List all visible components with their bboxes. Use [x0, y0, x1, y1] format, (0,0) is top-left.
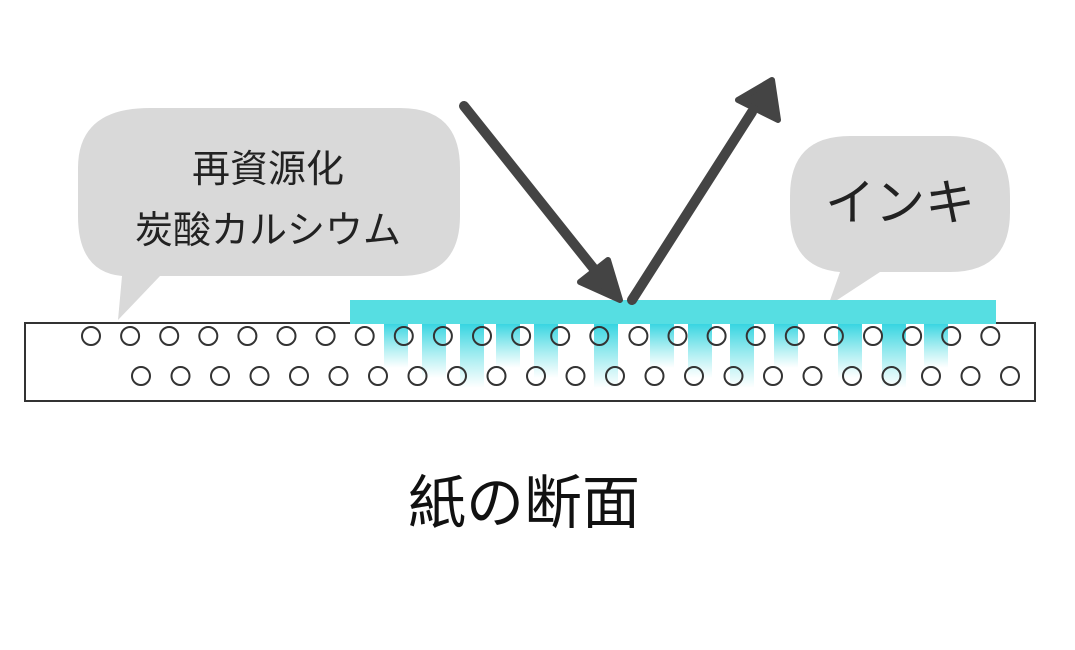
particle — [210, 366, 230, 386]
particle — [393, 326, 414, 346]
particle — [407, 366, 428, 386]
particle — [589, 326, 610, 346]
particle — [628, 326, 649, 346]
calcium-bubble-shape — [78, 108, 460, 320]
particle — [486, 366, 507, 386]
ink-layer — [350, 300, 996, 324]
particle — [745, 326, 766, 346]
calcium-carbonate-particles — [81, 326, 1020, 386]
ink-penetration-column — [882, 322, 906, 388]
particle — [863, 326, 883, 346]
calcium-carbonate-bubble: 再資源化 炭酸カルシウム — [78, 108, 460, 320]
particle — [784, 326, 805, 346]
particle — [198, 326, 219, 346]
particle — [159, 326, 180, 346]
particle — [941, 326, 962, 346]
particle — [842, 366, 862, 386]
particle — [432, 326, 453, 346]
particle — [1000, 366, 1020, 386]
particle — [120, 326, 141, 346]
particle — [605, 366, 625, 386]
arrow-down-right-icon — [459, 101, 623, 303]
particle — [823, 326, 844, 346]
particle — [81, 326, 101, 346]
particle — [289, 366, 309, 386]
particle — [447, 366, 467, 386]
particle — [881, 366, 902, 386]
particle — [472, 326, 492, 346]
particle — [960, 366, 981, 386]
particle — [354, 326, 375, 346]
particle — [315, 326, 336, 346]
particle — [170, 366, 191, 386]
particle — [644, 366, 665, 386]
particle — [550, 326, 571, 346]
particle — [565, 366, 586, 386]
particle — [368, 366, 388, 386]
particle — [706, 326, 727, 346]
ink-bubble: インキ — [790, 136, 1010, 306]
particle — [980, 326, 1001, 346]
ink-penetration-column — [650, 322, 674, 368]
particle — [802, 366, 823, 386]
ink-penetration-column — [422, 322, 446, 378]
calcium-bubble-line2: 炭酸カルシウム — [135, 208, 401, 252]
particle — [684, 366, 704, 386]
particle — [902, 326, 923, 346]
particle — [237, 326, 258, 346]
particle — [667, 326, 688, 346]
ink-penetration-column — [460, 322, 484, 388]
particle — [328, 366, 349, 386]
ink-penetration-column — [534, 322, 558, 378]
particle — [131, 366, 151, 386]
particle — [723, 366, 744, 386]
calcium-bubble-line1: 再資源化 — [192, 147, 344, 191]
arrow-up-right-icon — [627, 77, 781, 305]
particle — [511, 326, 532, 346]
particle — [526, 366, 546, 386]
ink-bubble-shape — [790, 136, 1010, 306]
particle — [763, 366, 783, 386]
ink-bubble-label: インキ — [825, 174, 975, 232]
particle — [276, 326, 297, 346]
diagram-caption: 紙の断面 — [408, 469, 640, 537]
particle — [249, 366, 270, 386]
particle — [921, 366, 941, 386]
